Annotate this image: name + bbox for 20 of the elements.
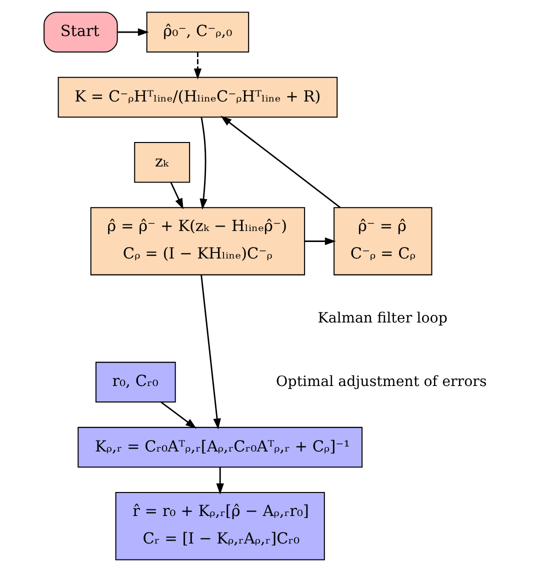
node-box: K = C⁻ᵨHᵀₗᵢₙₑ/(HₗᵢₙₑC⁻ᵨHᵀₗᵢₙₑ + R) — [57, 76, 338, 118]
arrow — [193, 52, 202, 80]
node-box: Start — [43, 12, 118, 52]
label: Kalman filter loop — [317, 310, 447, 326]
arrow — [170, 182, 183, 210]
node-box: Kᵨ,ᵣ = Cᵣ₀Aᵀᵨ,ᵣ[Aᵨ,ᵣCᵣ₀Aᵀᵨ,ᵣ + Cᵨ]⁻¹ — [77, 426, 362, 468]
arrow — [200, 274, 220, 430]
label: Optimal adjustment of errors — [276, 374, 486, 390]
node-box: zₖ — [134, 142, 190, 183]
arrow — [160, 402, 196, 429]
arrow — [216, 467, 224, 494]
node-box: ρ̂₀⁻, C⁻ᵨ,₀ — [146, 12, 249, 52]
node-box: r̂ = r₀ + Kᵨ,ᵣ[ρ̂ − Aᵨ,ᵣr₀] Cᵣ = [I − Kᵨ,ᵣAᵨ,ᵣ]Cᵣ₀ — [114, 492, 324, 560]
arrow — [117, 28, 148, 36]
arrow — [199, 117, 207, 210]
arrow — [304, 237, 336, 246]
arrow — [220, 116, 340, 208]
node-box: ρ̂⁻ = ρ̂ C⁻ᵨ = Cᵨ — [333, 207, 432, 276]
node-box: r₀, Cᵣ₀ — [94, 362, 176, 402]
node-box: ρ̂ = ρ̂⁻ + K(zₖ − Hₗᵢₙₑρ̂⁻) Cᵨ = (I − KHₗᵢₙₑ)C⁻ᵨ — [90, 207, 305, 276]
